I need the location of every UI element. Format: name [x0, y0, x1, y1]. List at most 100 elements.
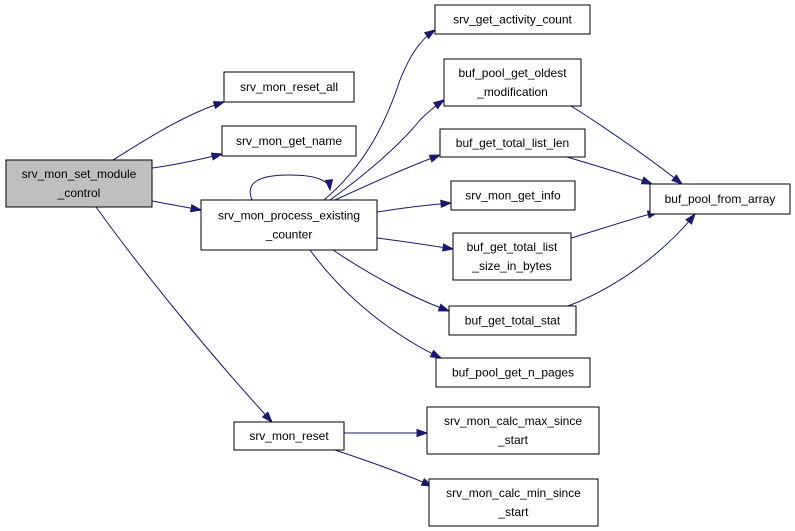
node-label: buf_get_total_list_len	[456, 136, 569, 150]
node-calc-min-since-start[interactable]: srv_mon_calc_min_since _start	[428, 478, 599, 527]
edge-buf_pool_get_oldest-to-buf_pool_from_array	[570, 105, 684, 185]
edge-set_module_control-to-reset_all	[112, 101, 226, 161]
node-buf-get-total-stat[interactable]: buf_get_total_stat	[448, 305, 577, 336]
arrow-head-icon	[441, 243, 455, 252]
edge-set_module_control-to-get_name	[151, 152, 224, 169]
edge-process_existing_counter-to-process_existing_counter	[249, 174, 334, 201]
node-box	[649, 183, 791, 215]
edge-line	[249, 174, 331, 201]
edge-buf_get_total_stat-to-buf_pool_from_array	[567, 212, 696, 307]
node-calc-max-since-start[interactable]: srv_mon_calc_max_since _start	[426, 406, 600, 455]
node-box	[200, 199, 378, 251]
edge-process_existing_counter-to-buf_pool_get_oldest	[329, 99, 446, 201]
edge-line	[323, 29, 436, 201]
edge-line	[151, 153, 223, 169]
node-label: _counter	[265, 228, 313, 242]
node-set-module-control[interactable]: srv_mon_set_module _control	[5, 159, 153, 208]
edge-line	[570, 105, 683, 185]
edges	[95, 29, 696, 487]
edge-line	[376, 237, 454, 250]
arrow-head-icon	[416, 428, 429, 438]
edge-line	[570, 211, 659, 239]
node-box	[443, 58, 582, 107]
edge-line	[309, 249, 442, 359]
node-box	[435, 357, 591, 388]
node-label: buf_get_total_stat	[465, 314, 561, 328]
edge-buf_get_total_list_size-to-buf_pool_from_array	[570, 210, 660, 239]
edge-process_existing_counter-to-buf_get_total_list_size	[376, 237, 455, 252]
arrow-head-icon	[429, 349, 443, 359]
node-label: buf_pool_get_oldest	[458, 66, 567, 80]
node-buf-get-total-list-size[interactable]: buf_get_total_list_size_in_bytes	[452, 232, 572, 281]
arrow-head-icon	[261, 411, 274, 424]
edge-line	[95, 206, 273, 423]
node-label: srv_mon_reset_all	[240, 80, 338, 94]
node-get-name[interactable]: srv_mon_get_name	[221, 125, 357, 157]
edge-mon_reset-to-calc_max_since_start	[343, 428, 429, 438]
arrow-head-icon	[210, 152, 224, 161]
node-label: srv_mon_get_info	[465, 189, 561, 203]
arrow-head-icon	[640, 176, 654, 185]
node-label: srv_get_activity_count	[453, 13, 572, 27]
node-label: _start	[497, 433, 529, 447]
node-box	[450, 180, 576, 211]
node-box	[428, 478, 599, 527]
edge-buf_get_total_list_len-to-buf_pool_from_array	[566, 156, 654, 185]
arrow-head-icon	[437, 303, 451, 312]
node-label: _size_in_bytes	[471, 259, 551, 273]
node-label: buf_pool_from_array	[665, 192, 776, 206]
node-process-existing-counter[interactable]: srv_mon_process_existing _counter	[200, 199, 378, 251]
node-label: _control	[57, 186, 101, 200]
node-label: srv_mon_calc_max_since	[444, 414, 582, 428]
node-box	[448, 305, 577, 336]
node-label: srv_mon_reset	[249, 429, 329, 443]
edge-process_existing_counter-to-mon_get_info	[376, 199, 453, 213]
edge-line	[334, 154, 441, 201]
node-buf-pool-get-oldest[interactable]: buf_pool_get_oldest _modification	[443, 58, 582, 107]
edge-set_module_control-to-process_existing_counter	[151, 200, 203, 213]
node-box	[223, 71, 355, 103]
edge-line	[334, 449, 433, 487]
edge-process_existing_counter-to-buf_get_total_list_len	[334, 154, 442, 201]
node-box	[434, 4, 591, 35]
node-buf-pool-get-n-pages[interactable]: buf_pool_get_n_pages	[435, 357, 591, 388]
edge-line	[376, 202, 452, 213]
node-buf-pool-from-array[interactable]: buf_pool_from_array	[649, 183, 791, 215]
node-get-activity-count[interactable]: srv_get_activity_count	[434, 4, 591, 35]
arrow-head-icon	[212, 101, 226, 110]
nodes: srv_mon_set_module_controlsrv_mon_reset_…	[5, 4, 791, 527]
edge-process_existing_counter-to-buf_get_total_stat	[332, 249, 451, 312]
node-box	[233, 421, 345, 451]
arrow-head-icon	[440, 199, 453, 209]
node-box	[426, 406, 600, 455]
node-label: _start	[497, 505, 529, 519]
arrow-head-icon	[423, 29, 437, 40]
node-label: srv_mon_process_existing	[218, 209, 360, 223]
arrow-head-icon	[428, 154, 442, 163]
arrow-head-icon	[189, 204, 203, 213]
node-mon-reset[interactable]: srv_mon_reset	[233, 421, 345, 451]
edge-line	[566, 156, 653, 185]
edge-line	[112, 101, 225, 161]
edge-line	[567, 213, 696, 307]
node-reset-all[interactable]: srv_mon_reset_all	[223, 71, 355, 103]
node-box	[5, 159, 153, 208]
arrow-head-icon	[685, 212, 696, 225]
node-label: _modification	[476, 85, 548, 99]
node-label: srv_mon_set_module	[22, 167, 137, 181]
arrow-head-icon	[671, 174, 684, 185]
edge-set_module_control-to-mon_reset	[95, 206, 274, 424]
edge-process_existing_counter-to-buf_pool_get_n_pages	[309, 249, 443, 359]
node-label: srv_mon_calc_min_since	[446, 486, 581, 500]
node-label: srv_mon_get_name	[236, 134, 342, 148]
node-mon-get-info[interactable]: srv_mon_get_info	[450, 180, 576, 211]
edge-line	[332, 249, 450, 312]
arrow-head-icon	[432, 99, 446, 110]
arrow-head-icon	[324, 179, 334, 192]
node-box	[221, 125, 357, 157]
edge-mon_reset-to-calc_min_since_start	[334, 449, 434, 487]
node-box	[439, 128, 586, 158]
node-box	[452, 232, 572, 281]
node-buf-get-total-list-len[interactable]: buf_get_total_list_len	[439, 128, 586, 158]
